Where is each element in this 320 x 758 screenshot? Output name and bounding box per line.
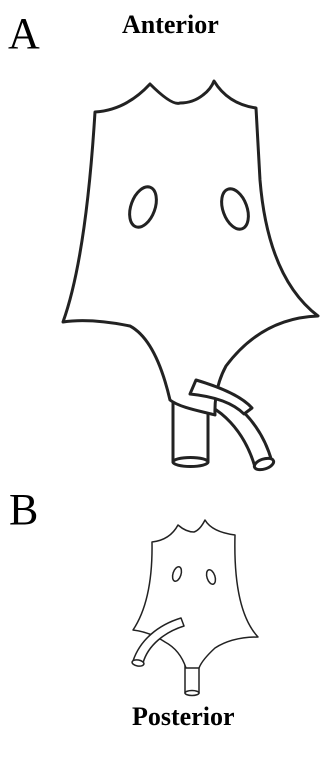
posterior-straight-vessel <box>185 665 199 696</box>
anterior-organ-drawing <box>63 81 318 472</box>
posterior-organ-drawing <box>132 520 258 696</box>
anterior-organ-outline <box>63 81 318 415</box>
